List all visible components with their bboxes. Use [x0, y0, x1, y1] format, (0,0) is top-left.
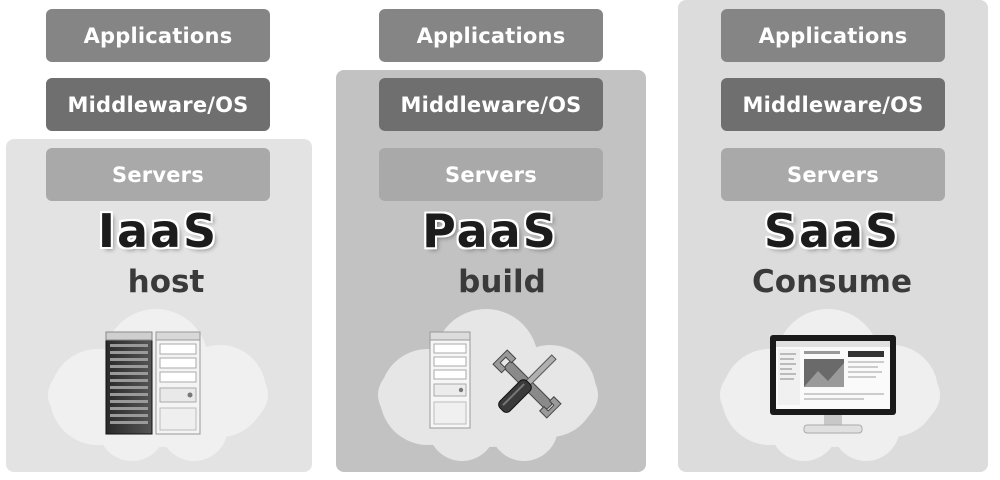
iaas-applications-layer: Applications — [46, 9, 270, 62]
paas-servers-layer: Servers — [379, 148, 603, 201]
paas-title: PaaS — [422, 204, 558, 258]
server-tower-icon — [429, 331, 471, 429]
saas-subtitle: Consume — [752, 264, 912, 300]
paas-middleware-layer: Middleware/OS — [379, 78, 603, 131]
server-rack-icon — [105, 331, 201, 435]
iaas-subtitle: host — [127, 264, 205, 300]
saas-title: SaaS — [763, 204, 901, 258]
saas-applications-layer: Applications — [721, 9, 945, 62]
tools-icon — [492, 349, 562, 419]
saas-servers-layer: Servers — [721, 148, 945, 201]
paas-applications-layer: Applications — [379, 9, 603, 62]
paas-subtitle: build — [458, 264, 546, 300]
iaas-middleware-layer: Middleware/OS — [46, 78, 270, 131]
monitor-icon — [770, 335, 896, 434]
saas-middleware-layer: Middleware/OS — [721, 78, 945, 131]
iaas-title: IaaS — [97, 204, 219, 258]
iaas-servers-layer: Servers — [46, 148, 270, 201]
